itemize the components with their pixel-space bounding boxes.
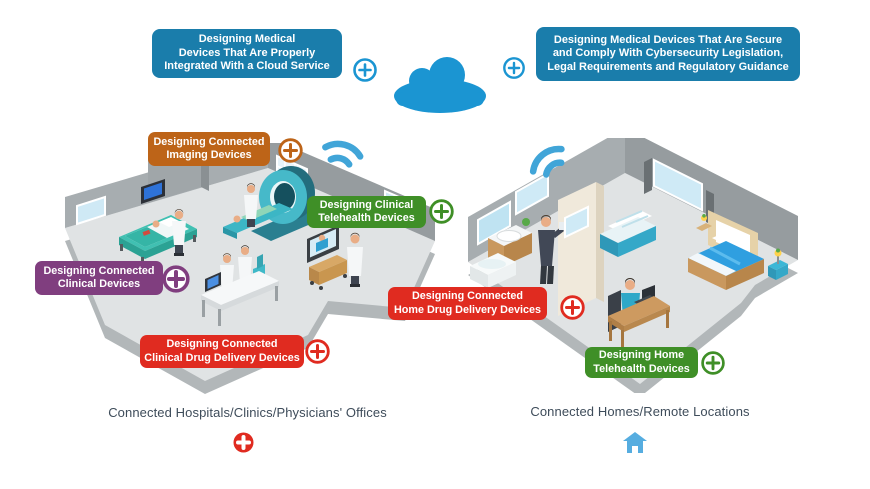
header-box-cybersecurity: Designing Medical Devices That Are Secur…	[536, 27, 800, 81]
doctor-at-mri	[244, 183, 258, 227]
cloud-icon	[394, 57, 486, 113]
plus-icon	[278, 138, 303, 163]
couch	[600, 210, 656, 257]
nightstand	[696, 214, 712, 231]
wall-monitor	[141, 179, 165, 204]
home-windows	[477, 158, 703, 246]
phone	[559, 222, 564, 230]
sheet	[688, 253, 736, 276]
label-home-drug-delivery: Designing Connected Home Drug Delivery D…	[388, 287, 547, 320]
standing-person	[538, 215, 564, 284]
plus-icon	[560, 295, 585, 320]
wifi-icon	[322, 140, 364, 168]
home-icon	[623, 432, 647, 453]
mri-table	[223, 203, 293, 233]
label-clinical-drug-delivery: Designing Connected Clinical Drug Delive…	[140, 335, 304, 368]
plant	[522, 218, 530, 226]
label-clinical-devices: Designing Connected Clinical Devices	[35, 261, 163, 295]
double-bed	[688, 210, 764, 290]
desk-top	[608, 296, 670, 326]
plus-icon	[353, 58, 377, 82]
nightstand	[768, 248, 788, 280]
picture-frame	[564, 205, 589, 239]
label-imaging-devices: Designing Connected Imaging Devices	[148, 132, 270, 166]
home-office-desk	[608, 278, 670, 350]
plus-icon	[503, 57, 525, 79]
remote-person-on-screen	[318, 234, 326, 242]
blanket	[688, 241, 764, 276]
partition-wall	[558, 182, 604, 316]
telehealth-cart	[307, 225, 347, 290]
home-illustration	[468, 138, 798, 393]
wifi-icon	[529, 145, 565, 178]
doctor-at-bed	[172, 209, 186, 256]
header-box-cloud-integration: Designing Medical Devices That Are Prope…	[152, 29, 342, 78]
doctor-at-cart	[347, 232, 363, 287]
clinician-desk	[201, 245, 279, 326]
plus-icon	[429, 199, 454, 224]
hospital-cross-icon	[233, 432, 254, 453]
plus-icon	[162, 265, 190, 293]
label-home-telehealth: Designing Home Telehealth Devices	[585, 347, 698, 378]
patient-head	[152, 220, 160, 228]
bathtub	[470, 253, 516, 288]
desk-top	[201, 271, 279, 305]
seated-person-head	[625, 280, 635, 290]
pillow	[712, 231, 738, 243]
caption-hospitals: Connected Hospitals/Clinics/Physicians' …	[108, 405, 387, 420]
label-clinical-telehealth: Designing Clinical Telehealth Devices	[307, 196, 426, 228]
bathroom-mirror	[515, 172, 549, 216]
mri-patient-head	[233, 215, 241, 223]
plus-icon	[701, 351, 725, 375]
caption-homes: Connected Homes/Remote Locations	[530, 404, 750, 419]
plus-icon	[305, 339, 330, 364]
